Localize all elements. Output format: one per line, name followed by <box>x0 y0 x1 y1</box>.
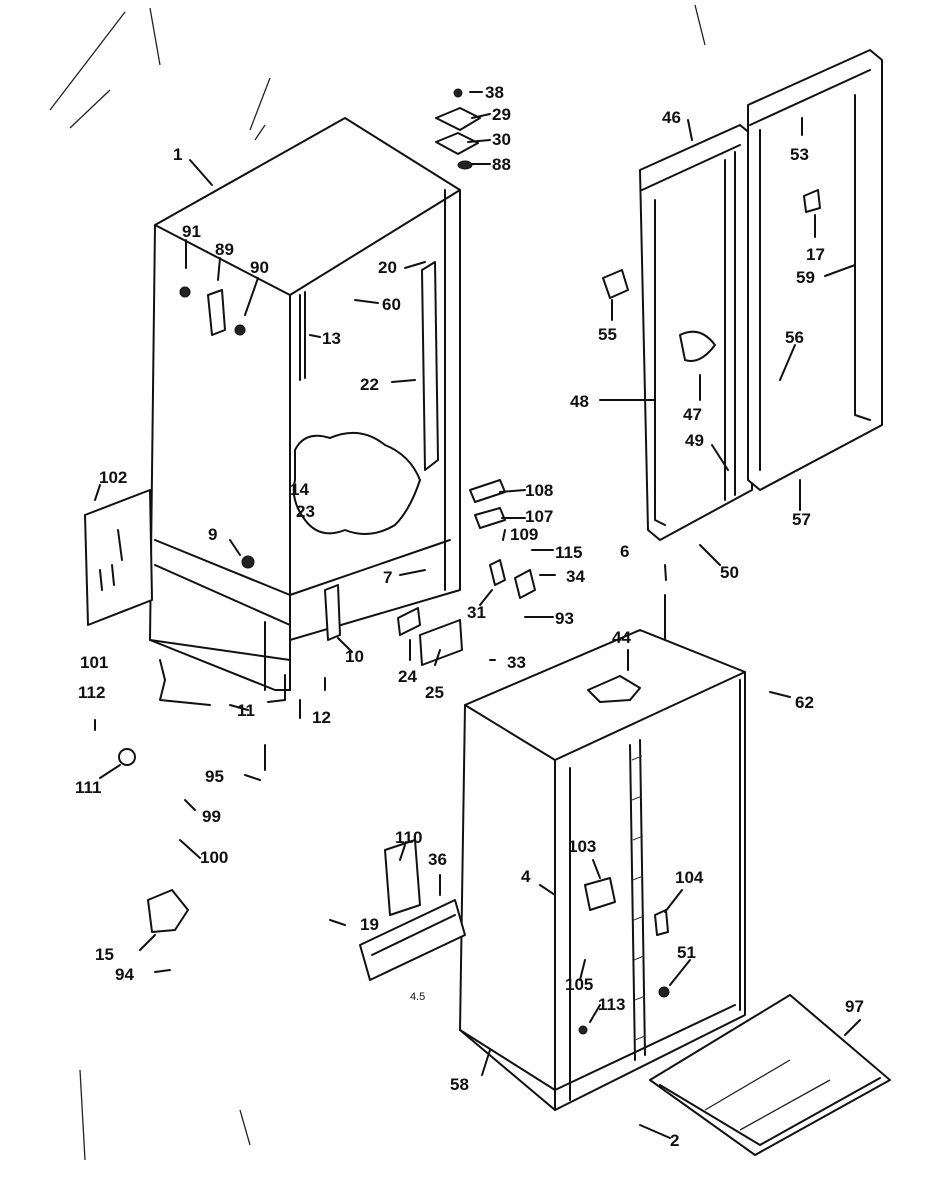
callout-48: 48 <box>570 392 589 411</box>
callout-91: 91 <box>182 222 201 241</box>
callout-95: 95 <box>205 767 224 786</box>
callout-30: 30 <box>492 130 511 149</box>
callout-112: 112 <box>78 683 105 702</box>
upper-liner-cabinet <box>149 117 461 703</box>
callout-109: 109 <box>510 525 538 544</box>
callout-36: 36 <box>428 850 447 869</box>
drain-pan <box>649 994 891 1156</box>
lower-liner-cabinet <box>459 629 746 1111</box>
callout-31: 31 <box>467 603 486 622</box>
callout-88: 88 <box>492 155 511 174</box>
callout-44: 44 <box>612 628 631 647</box>
callout-105: 105 <box>565 975 593 994</box>
callout-57: 57 <box>792 510 811 529</box>
callout-13: 13 <box>322 329 341 348</box>
side-panel <box>84 489 153 626</box>
callout-99: 99 <box>202 807 221 826</box>
callout-89: 89 <box>215 240 234 259</box>
callout-97: 97 <box>845 997 864 1016</box>
callout-24: 24 <box>398 667 417 686</box>
drain-tube <box>159 659 211 706</box>
small-mark: 4.5 <box>410 991 425 1003</box>
callout-93: 93 <box>555 609 574 628</box>
callout-108: 108 <box>525 481 553 500</box>
callout-46: 46 <box>662 108 681 127</box>
callout-7: 7 <box>383 568 392 587</box>
callout-20: 20 <box>378 258 397 277</box>
callout-34: 34 <box>566 567 585 586</box>
callout-110: 110 <box>395 828 422 847</box>
callout-111: 111 <box>75 778 102 797</box>
callout-19: 19 <box>360 915 379 934</box>
crisper-slide-rail <box>359 899 466 981</box>
callout-1: 1 <box>173 145 182 164</box>
callout-6: 6 <box>620 542 629 561</box>
callout-25: 25 <box>425 683 444 702</box>
callout-49: 49 <box>685 431 704 450</box>
callout-90: 90 <box>250 258 269 277</box>
callout-62: 62 <box>795 693 814 712</box>
callout-51: 51 <box>677 943 696 962</box>
callout-55: 55 <box>598 325 617 344</box>
callout-22: 22 <box>360 375 379 394</box>
callout-12: 12 <box>312 708 331 727</box>
callout-104: 104 <box>675 868 704 887</box>
callout-115: 115 <box>555 543 582 562</box>
callout-38: 38 <box>485 83 504 102</box>
callout-labels: 1 38 29 30 88 20 60 13 22 91 89 90 14 23… <box>75 83 864 1150</box>
leader-lines <box>94 91 861 1139</box>
fresh-food-door-gasket <box>747 49 883 491</box>
callout-59: 59 <box>796 268 815 287</box>
callout-23: 23 <box>296 502 315 521</box>
scan-marks <box>49 4 706 1161</box>
callout-11: 11 <box>237 701 255 720</box>
callout-94: 94 <box>115 965 134 984</box>
callout-9: 9 <box>208 525 217 544</box>
callout-113: 113 <box>598 995 625 1014</box>
callout-56: 56 <box>785 328 804 347</box>
callout-60: 60 <box>382 295 401 314</box>
callout-100: 100 <box>200 848 228 867</box>
callout-101: 101 <box>80 653 108 672</box>
callout-15: 15 <box>95 945 114 964</box>
callout-29: 29 <box>492 105 511 124</box>
callout-17: 17 <box>806 245 825 264</box>
callout-103: 103 <box>568 837 596 856</box>
callout-50: 50 <box>720 563 739 582</box>
small-parts <box>118 88 821 1035</box>
callout-14: 14 <box>290 480 309 499</box>
callout-2: 2 <box>670 1131 679 1150</box>
callout-33: 33 <box>507 653 526 672</box>
callout-102: 102 <box>99 468 127 487</box>
callout-10: 10 <box>345 647 364 666</box>
callout-58: 58 <box>450 1075 469 1094</box>
callout-53: 53 <box>790 145 809 164</box>
callout-4: 4 <box>521 867 531 886</box>
callout-47: 47 <box>683 405 702 424</box>
callout-107: 107 <box>525 507 553 526</box>
